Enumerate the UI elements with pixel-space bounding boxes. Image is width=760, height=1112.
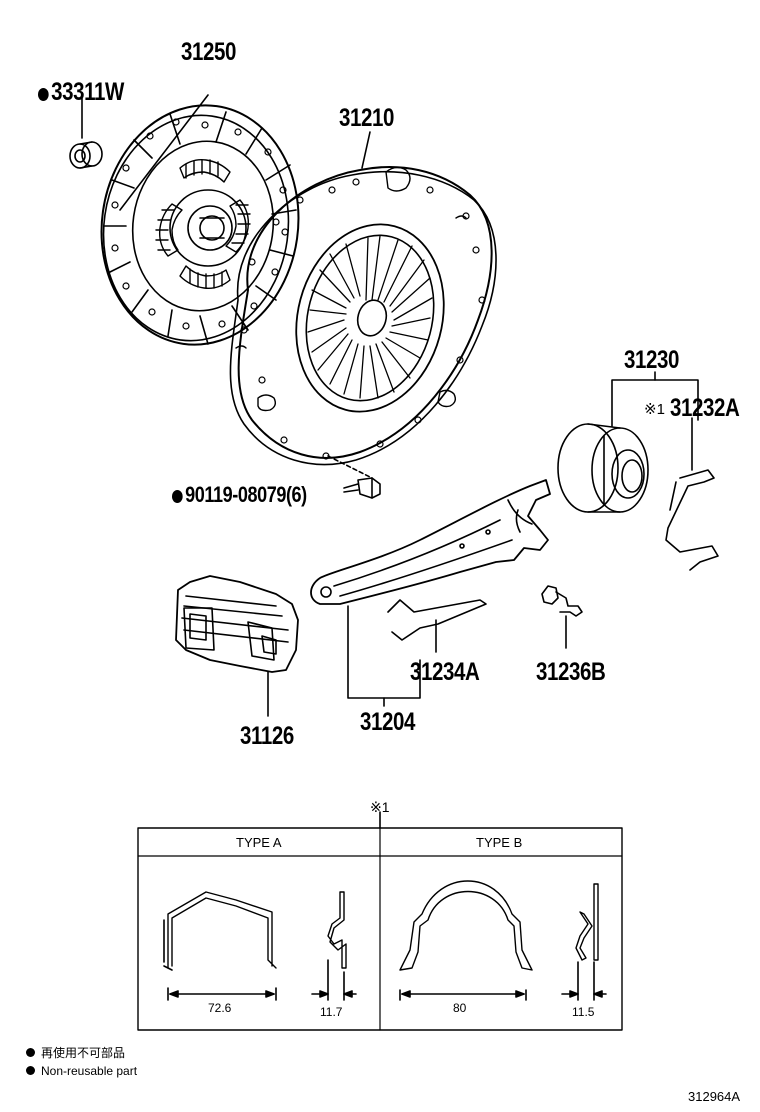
legend-en-text: Non-reusable part (41, 1064, 138, 1078)
detail-box-mark: ※1 (370, 799, 390, 815)
release-clip-drawing (665, 417, 719, 571)
type-a-thickness-dimension: 11.7 (320, 1005, 343, 1019)
non-reusable-dot-icon (38, 88, 49, 101)
part-number-90119[interactable]: 90119-08079(6) (172, 484, 307, 506)
figure-code: 312964A (688, 1089, 741, 1104)
type-b-width-dimension: 80 (453, 1001, 467, 1015)
clutch-disc-drawing (100, 94, 300, 346)
legend-non-reusable-en: Non-reusable part (26, 1065, 137, 1077)
part-number-31232a[interactable]: 31232A (670, 394, 740, 422)
release-boot-drawing (175, 575, 299, 717)
legend-jp-text: 再使用不可部品 (41, 1046, 126, 1060)
part-number-31210[interactable]: 31210 (339, 104, 394, 132)
part-number-33311w-text: 33311W (51, 78, 124, 106)
legend-non-reusable-jp: 再使用不可部品 (26, 1047, 125, 1059)
bolt-drawing (343, 477, 381, 499)
part-number-31250[interactable]: 31250 (181, 38, 236, 66)
part-number-31236b[interactable]: 31236B (536, 658, 606, 686)
pilot-bearing-drawing (69, 97, 103, 169)
pivot-bolt-drawing (541, 585, 583, 649)
part-number-31234a[interactable]: 31234A (410, 658, 480, 686)
release-fork-drawing (310, 479, 551, 707)
part-number-31126[interactable]: 31126 (240, 722, 294, 750)
legend-dot-icon (26, 1048, 35, 1057)
legend-dot-icon (26, 1066, 35, 1075)
type-b-heading: TYPE B (476, 835, 523, 850)
part-number-90119-text: 90119-08079(6) (185, 482, 307, 507)
part-number-33311w[interactable]: 33311W (38, 80, 124, 105)
part-number-31230[interactable]: 31230 (624, 346, 679, 374)
clutch-cover-drawing (229, 131, 497, 479)
non-reusable-dot-icon (172, 490, 183, 503)
clip-detail-box (137, 811, 623, 1031)
type-a-width-dimension: 72.6 (208, 1001, 232, 1015)
type-a-heading: TYPE A (236, 835, 282, 850)
part-number-31204[interactable]: 31204 (360, 708, 415, 736)
type-b-thickness-dimension: 11.5 (572, 1005, 595, 1019)
detail-reference-mark: ※1 (644, 401, 665, 418)
release-bearing-drawing (557, 371, 699, 513)
